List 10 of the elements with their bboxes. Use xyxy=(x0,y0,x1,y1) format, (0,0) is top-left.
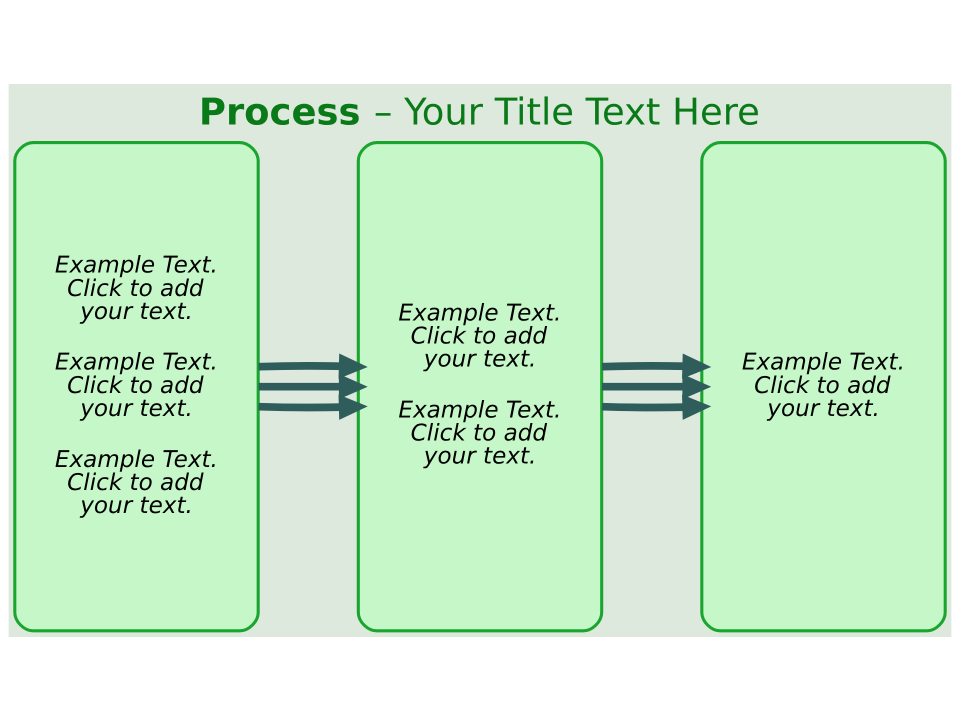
arrow xyxy=(602,353,712,378)
diagram-title: Process – Your Title Text Here xyxy=(198,90,760,133)
node-box: Example Text. Click to add your text. xyxy=(700,140,947,632)
arrow xyxy=(258,374,368,399)
arrow xyxy=(258,394,368,420)
arrow xyxy=(602,374,712,399)
arrow xyxy=(258,353,368,378)
node-box: Example Text. Click to add your text. Example Text. Click to add your text. Example Text. Click to add your text. xyxy=(13,140,260,632)
arrow xyxy=(602,394,712,420)
node-box: Example Text. Click to add your text. Example Text. Click to add your text. xyxy=(356,140,604,632)
